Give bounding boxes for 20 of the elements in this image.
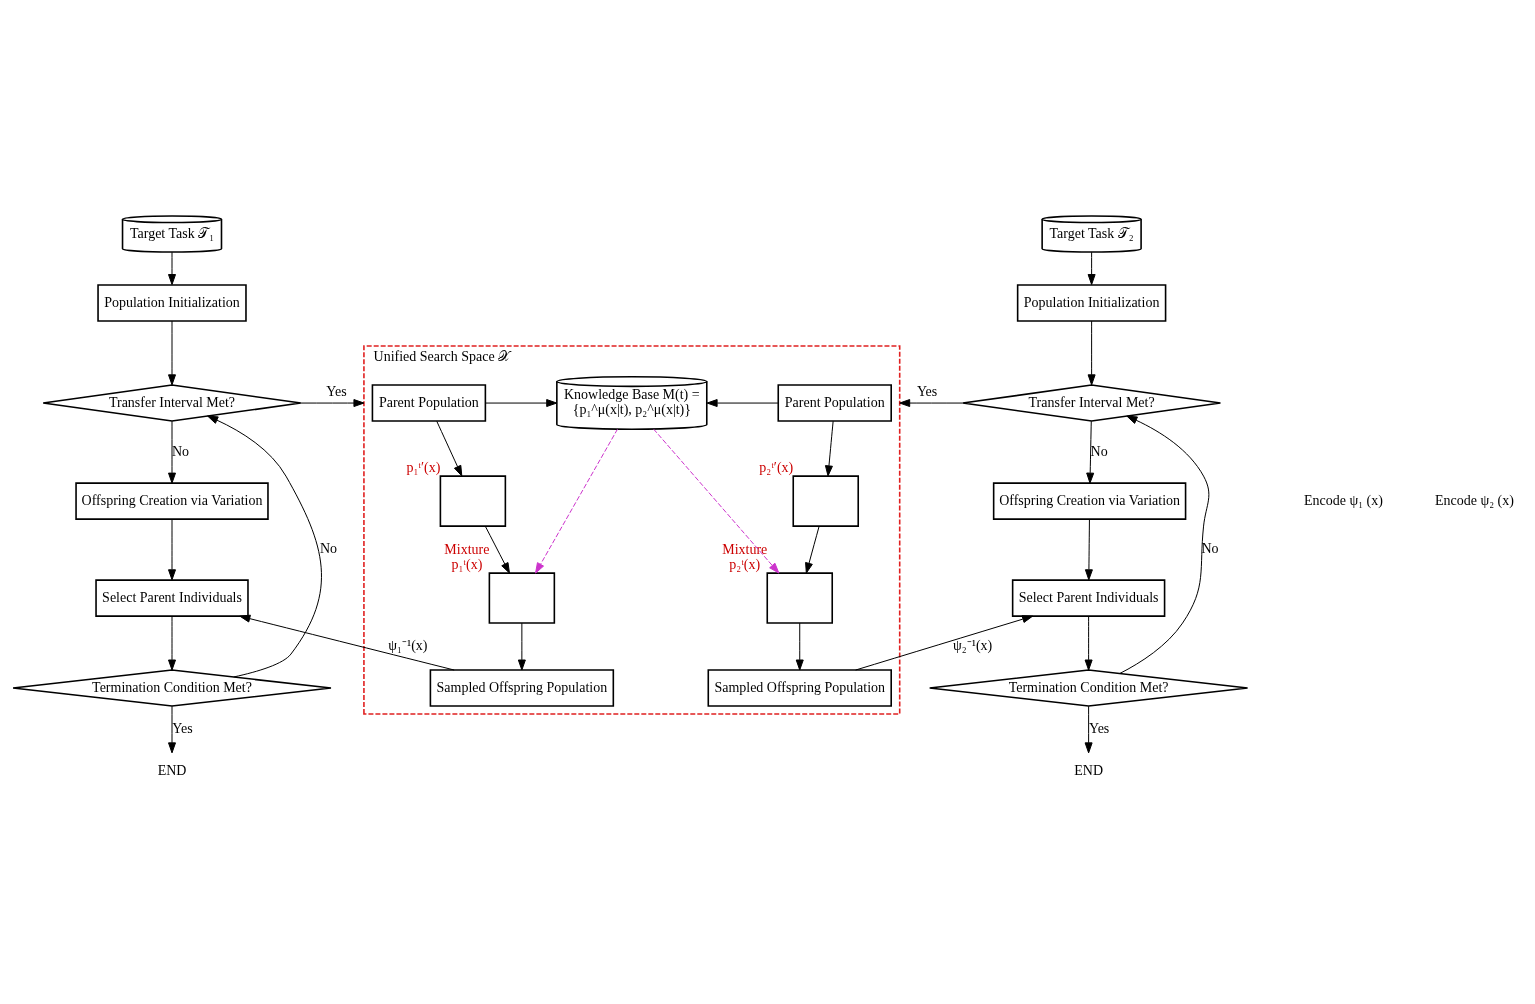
edge-label: ψ₁⁻¹(x) bbox=[388, 637, 428, 653]
edge-label: No bbox=[1090, 443, 1108, 459]
edge-label: ψ₂⁻¹(x) bbox=[953, 637, 993, 653]
node-label: p₂ᵗ(x) bbox=[729, 556, 761, 572]
node-label: Mixture bbox=[444, 541, 490, 557]
node-label: p₁ᵗ′(x) bbox=[406, 459, 441, 475]
edge-label: No bbox=[1201, 540, 1219, 556]
edge-label: Yes bbox=[916, 383, 938, 399]
edge-label: Yes bbox=[1088, 720, 1110, 736]
node-text: END bbox=[1074, 762, 1103, 778]
edge-label: No bbox=[319, 540, 337, 556]
node-label: p₁ᵗ(x) bbox=[451, 556, 483, 572]
edge-label: Yes bbox=[172, 720, 193, 736]
label: Encode ψ₁ (x) bbox=[1304, 492, 1383, 508]
edge-label: No bbox=[171, 443, 190, 459]
node-label: Mixture bbox=[722, 541, 768, 557]
node-label: p₂ᵗ′(x) bbox=[759, 459, 794, 475]
label: Encode ψ₂ (x) bbox=[1435, 492, 1514, 508]
edge-label: Yes bbox=[326, 383, 347, 399]
node-text: END bbox=[157, 762, 187, 778]
